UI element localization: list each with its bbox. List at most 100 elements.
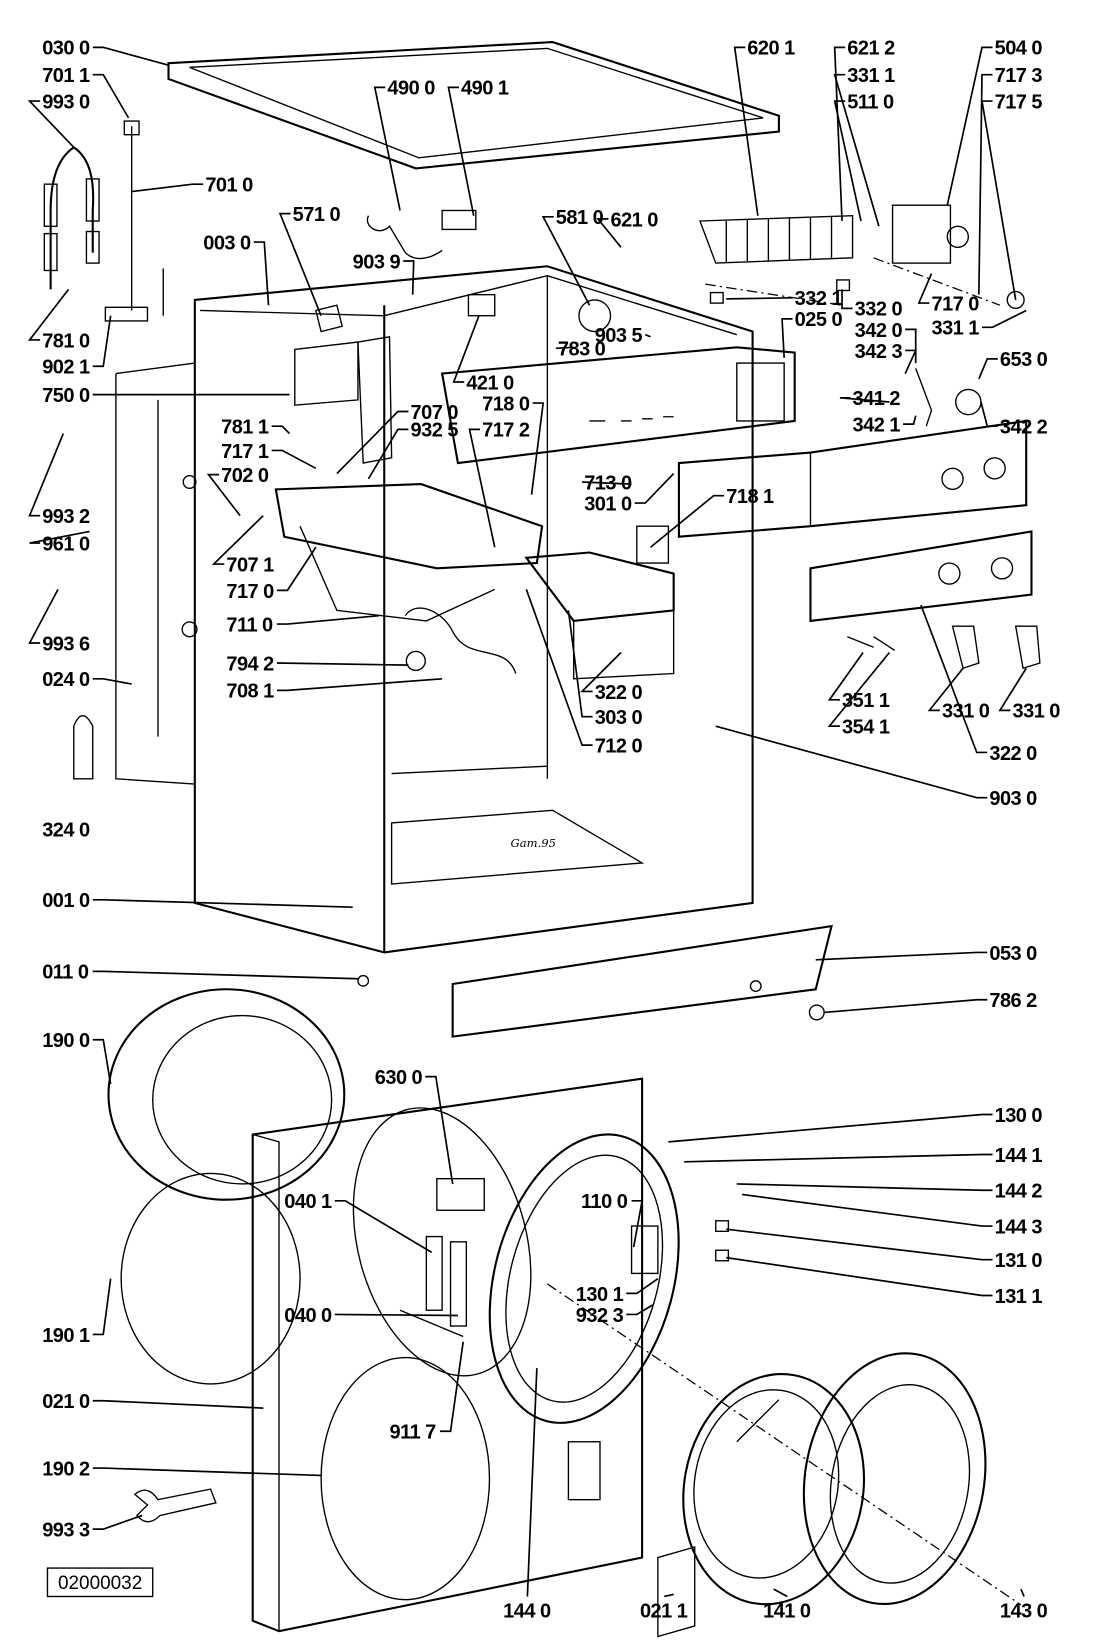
part-label: 932 5	[411, 420, 459, 442]
leader-line	[733, 46, 759, 216]
part-label: 717 2	[482, 420, 530, 442]
part-label: 144 1	[995, 1145, 1043, 1167]
part-label: 571 0	[293, 204, 341, 226]
leader-line	[278, 212, 322, 317]
leader-line	[131, 183, 204, 193]
part-label: 342 1	[853, 414, 901, 436]
leader-line	[276, 662, 409, 666]
part-label: 324 0	[42, 820, 90, 842]
leader-line	[555, 346, 574, 350]
switch-block-and-timer	[698, 204, 1025, 427]
control-panel	[636, 419, 1041, 670]
leader-line	[92, 315, 112, 368]
part-label: 794 2	[226, 653, 274, 675]
part-label: 001 0	[42, 890, 90, 912]
leader-line	[28, 588, 59, 644]
part-label: 718 1	[726, 486, 774, 508]
leader-line	[271, 425, 291, 435]
part-label: 110 0	[581, 1191, 628, 1213]
part-label: 781 1	[221, 417, 269, 439]
part-label: 490 0	[387, 78, 435, 100]
part-label: 040 0	[284, 1305, 332, 1327]
leader-line	[741, 1193, 993, 1227]
leader-line	[978, 358, 998, 380]
part-label: 712 0	[595, 735, 643, 757]
part-label: 331 0	[942, 701, 990, 723]
part-label: 621 0	[611, 209, 659, 231]
part-label: 131 0	[995, 1250, 1043, 1272]
leader-line	[373, 86, 401, 211]
part-label: 707 0	[411, 402, 459, 424]
leader-line	[92, 1038, 112, 1085]
part-label: 322 0	[989, 743, 1037, 765]
part-label: 003 0	[203, 232, 251, 254]
leader-line	[336, 410, 409, 475]
part-label: 190 0	[42, 1030, 90, 1052]
leader-line	[773, 1588, 788, 1598]
leader-line	[905, 328, 917, 364]
leader-line	[827, 651, 891, 727]
leader-line	[980, 401, 998, 428]
leader-line	[530, 402, 545, 495]
part-label: 342 0	[855, 320, 903, 342]
leader-line	[664, 1593, 674, 1598]
leader-line	[841, 289, 853, 310]
part-label: 021 1	[640, 1601, 688, 1623]
leader-line	[833, 100, 862, 222]
part-label: 130 0	[995, 1105, 1043, 1127]
leader-line	[468, 428, 496, 548]
leader-line	[978, 73, 993, 295]
part-label: 701 0	[205, 175, 253, 197]
part-label: 332 1	[795, 288, 843, 310]
leader-line	[276, 614, 380, 625]
leader-line	[334, 1199, 433, 1254]
leader-line	[425, 1075, 454, 1185]
leader-line	[726, 1256, 993, 1297]
leader-line	[920, 604, 988, 754]
part-label: 903 0	[989, 788, 1037, 810]
part-label: 331 1	[847, 65, 895, 87]
part-label: 011 0	[42, 962, 89, 984]
part-label: 025 0	[795, 309, 843, 331]
top-cover	[167, 41, 780, 170]
part-label: 711 0	[226, 614, 273, 636]
leader-line	[726, 296, 793, 300]
leader-line	[92, 1514, 143, 1530]
leader-line	[634, 472, 675, 504]
part-label: 993 2	[42, 506, 90, 528]
part-label: 932 3	[576, 1305, 624, 1327]
part-label: 620 1	[747, 38, 795, 60]
part-label: 144 3	[995, 1216, 1043, 1238]
leader-line	[334, 1313, 458, 1317]
leader-line	[27, 288, 70, 341]
leader-line	[684, 1153, 993, 1163]
part-label: 993 0	[42, 91, 90, 113]
leader-line	[833, 46, 846, 222]
leader-line	[626, 1277, 659, 1295]
leader-line	[580, 651, 622, 693]
part-label: 717 3	[995, 65, 1043, 87]
part-label: 342 2	[1000, 417, 1048, 439]
leader-line	[946, 46, 993, 206]
leader-line	[631, 1199, 644, 1248]
wrench-tool	[133, 1488, 217, 1523]
leader-line	[903, 415, 917, 425]
leader-line	[649, 494, 725, 548]
part-label: 717 0	[226, 581, 274, 603]
part-label: 040 1	[284, 1191, 332, 1213]
leader-line	[271, 449, 317, 470]
kick-plate	[357, 924, 833, 1038]
cabinet	[73, 265, 754, 954]
part-label: 301 0	[584, 493, 632, 515]
part-label: 781 0	[42, 330, 90, 352]
leader-line	[206, 473, 241, 517]
leader-line	[447, 86, 475, 216]
front-panel	[251, 1077, 644, 1633]
part-label: 024 0	[42, 669, 90, 691]
leader-line	[29, 530, 90, 544]
leader-line	[211, 515, 264, 565]
leader-line	[981, 100, 1017, 301]
part-label: 053 0	[989, 943, 1037, 965]
leader-line	[525, 589, 593, 746]
part-label: 903 9	[353, 251, 401, 273]
